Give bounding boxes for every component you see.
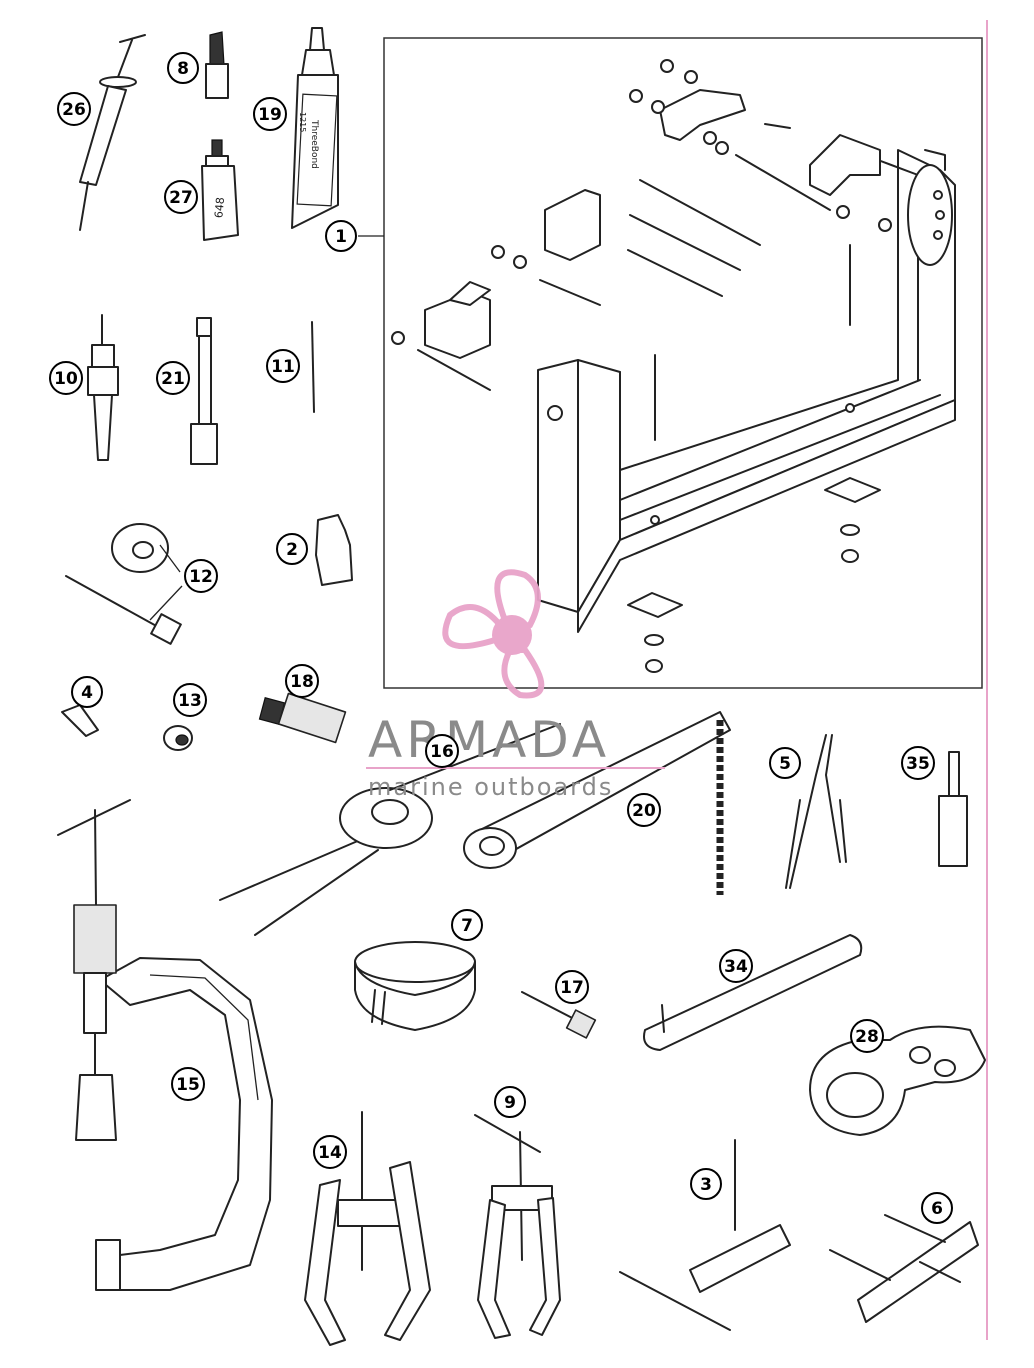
armada-watermark: ARMADA marine outboards (366, 569, 665, 801)
callout-34: 34 (719, 949, 753, 983)
svg-text:21: 21 (161, 369, 185, 389)
pliers-drawing (785, 734, 847, 889)
callout-2: 2 (276, 533, 308, 565)
pin-drawing (311, 321, 315, 413)
bolt-washer-drawing (65, 523, 183, 645)
svg-text:26: 26 (62, 100, 86, 120)
svg-text:10: 10 (54, 369, 78, 389)
svg-text:27: 27 (169, 188, 193, 208)
callout-20: 20 (627, 793, 661, 827)
spanner-drawing (643, 934, 863, 1051)
svg-text:14: 14 (318, 1143, 342, 1163)
svg-text:11: 11 (271, 357, 295, 377)
svg-text:17: 17 (560, 978, 584, 998)
tube-brand-label: ThreeBond (309, 119, 319, 169)
svg-text:15: 15 (176, 1075, 200, 1095)
callout-8: 8 (167, 52, 199, 84)
svg-text:35: 35 (906, 754, 930, 774)
mounting-plate (907, 164, 953, 266)
watermark-subtitle: marine outboards (368, 773, 613, 801)
locking-agent-drawing: 648 (201, 139, 239, 241)
svg-text:6: 6 (931, 1199, 943, 1219)
callout-18: 18 (285, 664, 319, 698)
svg-text:2: 2 (286, 540, 298, 560)
svg-text:13: 13 (178, 691, 202, 711)
callout-10: 10 (49, 361, 83, 395)
svg-text:12: 12 (189, 567, 213, 587)
callout-5: 5 (769, 747, 801, 779)
stand-group-frame (383, 37, 983, 689)
nut-drawing (163, 725, 193, 751)
driver-rod-drawing (190, 317, 218, 465)
svg-text:9: 9 (504, 1093, 516, 1113)
svg-text:1: 1 (335, 227, 347, 247)
holder-bar-drawing (829, 1214, 979, 1323)
tube-code-label: 1215 (298, 112, 307, 132)
callout-4: 4 (71, 676, 103, 708)
bottle-code-label: 648 (212, 197, 227, 219)
propeller-logo (442, 569, 545, 699)
callout-6: 6 (921, 1192, 953, 1224)
svg-text:28: 28 (855, 1027, 879, 1047)
ring-drawing (354, 941, 476, 1031)
callout-3: 3 (690, 1168, 722, 1200)
callout-11: 11 (266, 349, 300, 383)
syringe-drawing (79, 34, 146, 231)
svg-text:8: 8 (177, 59, 189, 79)
svg-text:19: 19 (258, 105, 282, 125)
two-jaw-puller-drawing (304, 1111, 431, 1346)
valve-tool-drawing (521, 991, 597, 1039)
right-margin-line (986, 20, 988, 1340)
callout-12: 12 (184, 559, 218, 593)
callout-13: 13 (173, 683, 207, 717)
three-jaw-puller-drawing (474, 1114, 561, 1339)
bar-puller-drawing (619, 1139, 791, 1331)
c-clamp-puller-drawing (57, 799, 273, 1291)
svg-text:7: 7 (461, 916, 473, 936)
svg-text:5: 5 (779, 754, 791, 774)
pin-driver-drawing (938, 751, 968, 867)
svg-text:34: 34 (724, 957, 748, 977)
callout-27: 27 (164, 180, 198, 214)
svg-text:16: 16 (430, 742, 454, 762)
clamp-tool-drawing (219, 723, 561, 936)
chain-wrench-drawing (463, 711, 731, 895)
link-plate (659, 89, 746, 141)
sealant-tube-drawing: ThreeBond 1215 (291, 27, 339, 229)
svg-text:3: 3 (700, 1175, 712, 1195)
cone-drawing (61, 704, 99, 737)
callout-21: 21 (156, 361, 190, 395)
holder-plate-drawing (809, 1025, 986, 1136)
svg-text:20: 20 (632, 801, 656, 821)
callout-15: 15 (171, 1067, 205, 1101)
svg-text:4: 4 (81, 683, 93, 703)
bracket-upper (544, 189, 601, 261)
callout-16: 16 (425, 734, 459, 768)
callout-26: 26 (57, 92, 91, 126)
svg-text:18: 18 (290, 672, 314, 692)
callout-35: 35 (901, 746, 935, 780)
callout-7: 7 (451, 909, 483, 941)
callout-14: 14 (313, 1135, 347, 1169)
puller-drawing (87, 314, 119, 461)
callout-19: 19 (253, 97, 287, 131)
small-bottle-drawing (205, 31, 229, 99)
callout-28: 28 (850, 1019, 884, 1053)
clip-drawing (315, 514, 353, 586)
engine-stand-drawing (391, 59, 956, 673)
watermark-title: ARMADA (368, 711, 610, 769)
callout-9: 9 (494, 1086, 526, 1118)
adapter-drawing (258, 692, 347, 744)
callout-1: 1 (325, 220, 357, 252)
callout-17: 17 (555, 970, 589, 1004)
